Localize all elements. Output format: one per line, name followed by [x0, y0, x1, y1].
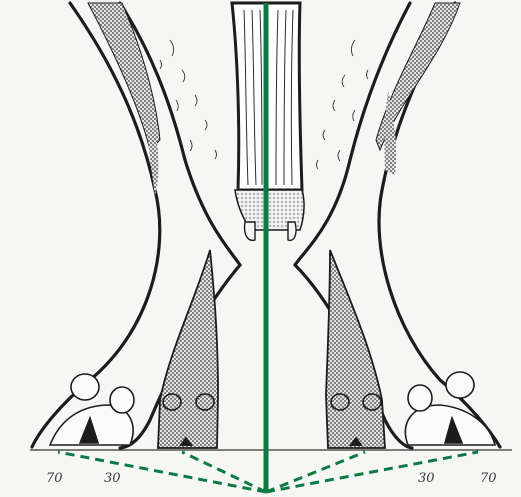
label-right-70: 70: [480, 471, 497, 486]
label-left-70: 70: [46, 471, 63, 486]
label-left-30: 30: [104, 471, 121, 486]
label-right-30: 30: [418, 471, 435, 486]
